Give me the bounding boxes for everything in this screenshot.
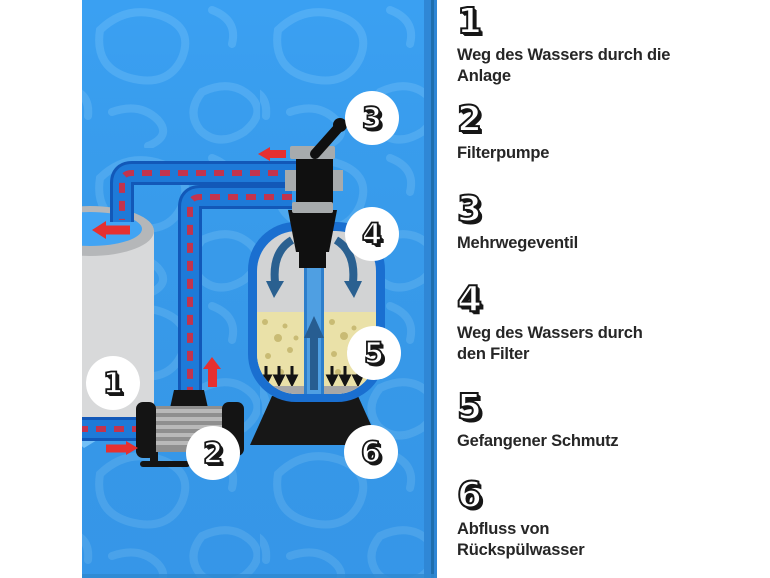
- legend-number: 1: [456, 1, 483, 43]
- legend-item-6: 6 Abfluss von Rückspülwasser: [456, 475, 585, 561]
- pool-filter-diagram: 1 2 3 4 5 6: [82, 0, 437, 578]
- panel-right-edge: [424, 0, 437, 578]
- badge-number: 3: [361, 100, 383, 135]
- diagram-badge-5: 5: [347, 326, 401, 380]
- legend-number: 5: [456, 387, 483, 429]
- red-flow-arrows: [92, 147, 286, 455]
- legend-number: 2: [456, 99, 483, 141]
- valve-handle: [310, 122, 344, 159]
- legend-item-4: 4 Weg des Wassers durch den Filter: [456, 279, 643, 365]
- return-pipe: [110, 161, 296, 222]
- badge-number: 1: [102, 365, 124, 400]
- legend: 1 Weg des Wassers durch die Anlage 2 Fil…: [456, 0, 767, 578]
- legend-number: 3: [456, 189, 483, 231]
- arrow-right-suction: [106, 441, 138, 455]
- dirt-capture-arrows: [259, 366, 365, 388]
- legend-item-3: 3 Mehrwegeventil: [456, 189, 578, 254]
- legend-item-1: 1 Weg des Wassers durch die Anlage: [456, 1, 671, 87]
- badge-number: 2: [202, 435, 224, 470]
- legend-number: 4: [456, 279, 483, 321]
- up-flow-arrow: [304, 316, 324, 338]
- panel-bottom-edge: [82, 574, 437, 578]
- legend-label: Mehrwegeventil: [457, 234, 578, 252]
- legend-label: Weg des Wassers durch den Filter: [457, 324, 643, 363]
- legend-number: 6: [456, 475, 483, 517]
- diagram-graphic: [82, 0, 437, 578]
- pump-to-valve-pipe: [178, 185, 292, 396]
- tank-base: [250, 396, 380, 445]
- diagram-badge-3: 3: [345, 91, 399, 145]
- legend-label: Abfluss von Rückspülwasser: [457, 520, 585, 559]
- badge-number: 6: [360, 434, 382, 469]
- legend-item-2: 2 Filterpumpe: [456, 99, 550, 164]
- arrow-left-valve: [258, 147, 286, 161]
- legend-label: Gefangener Schmutz: [457, 432, 619, 450]
- valve-body: [296, 157, 333, 210]
- badge-number: 5: [363, 335, 385, 370]
- arrow-up-pump: [203, 357, 221, 387]
- legend-item-5: 5 Gefangener Schmutz: [456, 387, 619, 452]
- arrow-left-pool: [92, 221, 130, 239]
- riser-pipe: [304, 248, 324, 394]
- diagram-badge-2: 2: [186, 426, 240, 480]
- pump-end-cap-left: [136, 402, 156, 458]
- legend-label: Filterpumpe: [457, 144, 550, 162]
- diagram-badge-4: 4: [345, 207, 399, 261]
- pump-foot: [140, 461, 190, 467]
- down-flow-arrows: [270, 236, 358, 283]
- diagram-badge-1: 1: [86, 356, 140, 410]
- pump-inlet: [170, 390, 208, 408]
- legend-label: Weg des Wassers durch die Anlage: [457, 46, 671, 85]
- badge-number: 4: [361, 216, 383, 251]
- diagram-badge-6: 6: [344, 425, 398, 479]
- multiport-valve: [285, 118, 347, 268]
